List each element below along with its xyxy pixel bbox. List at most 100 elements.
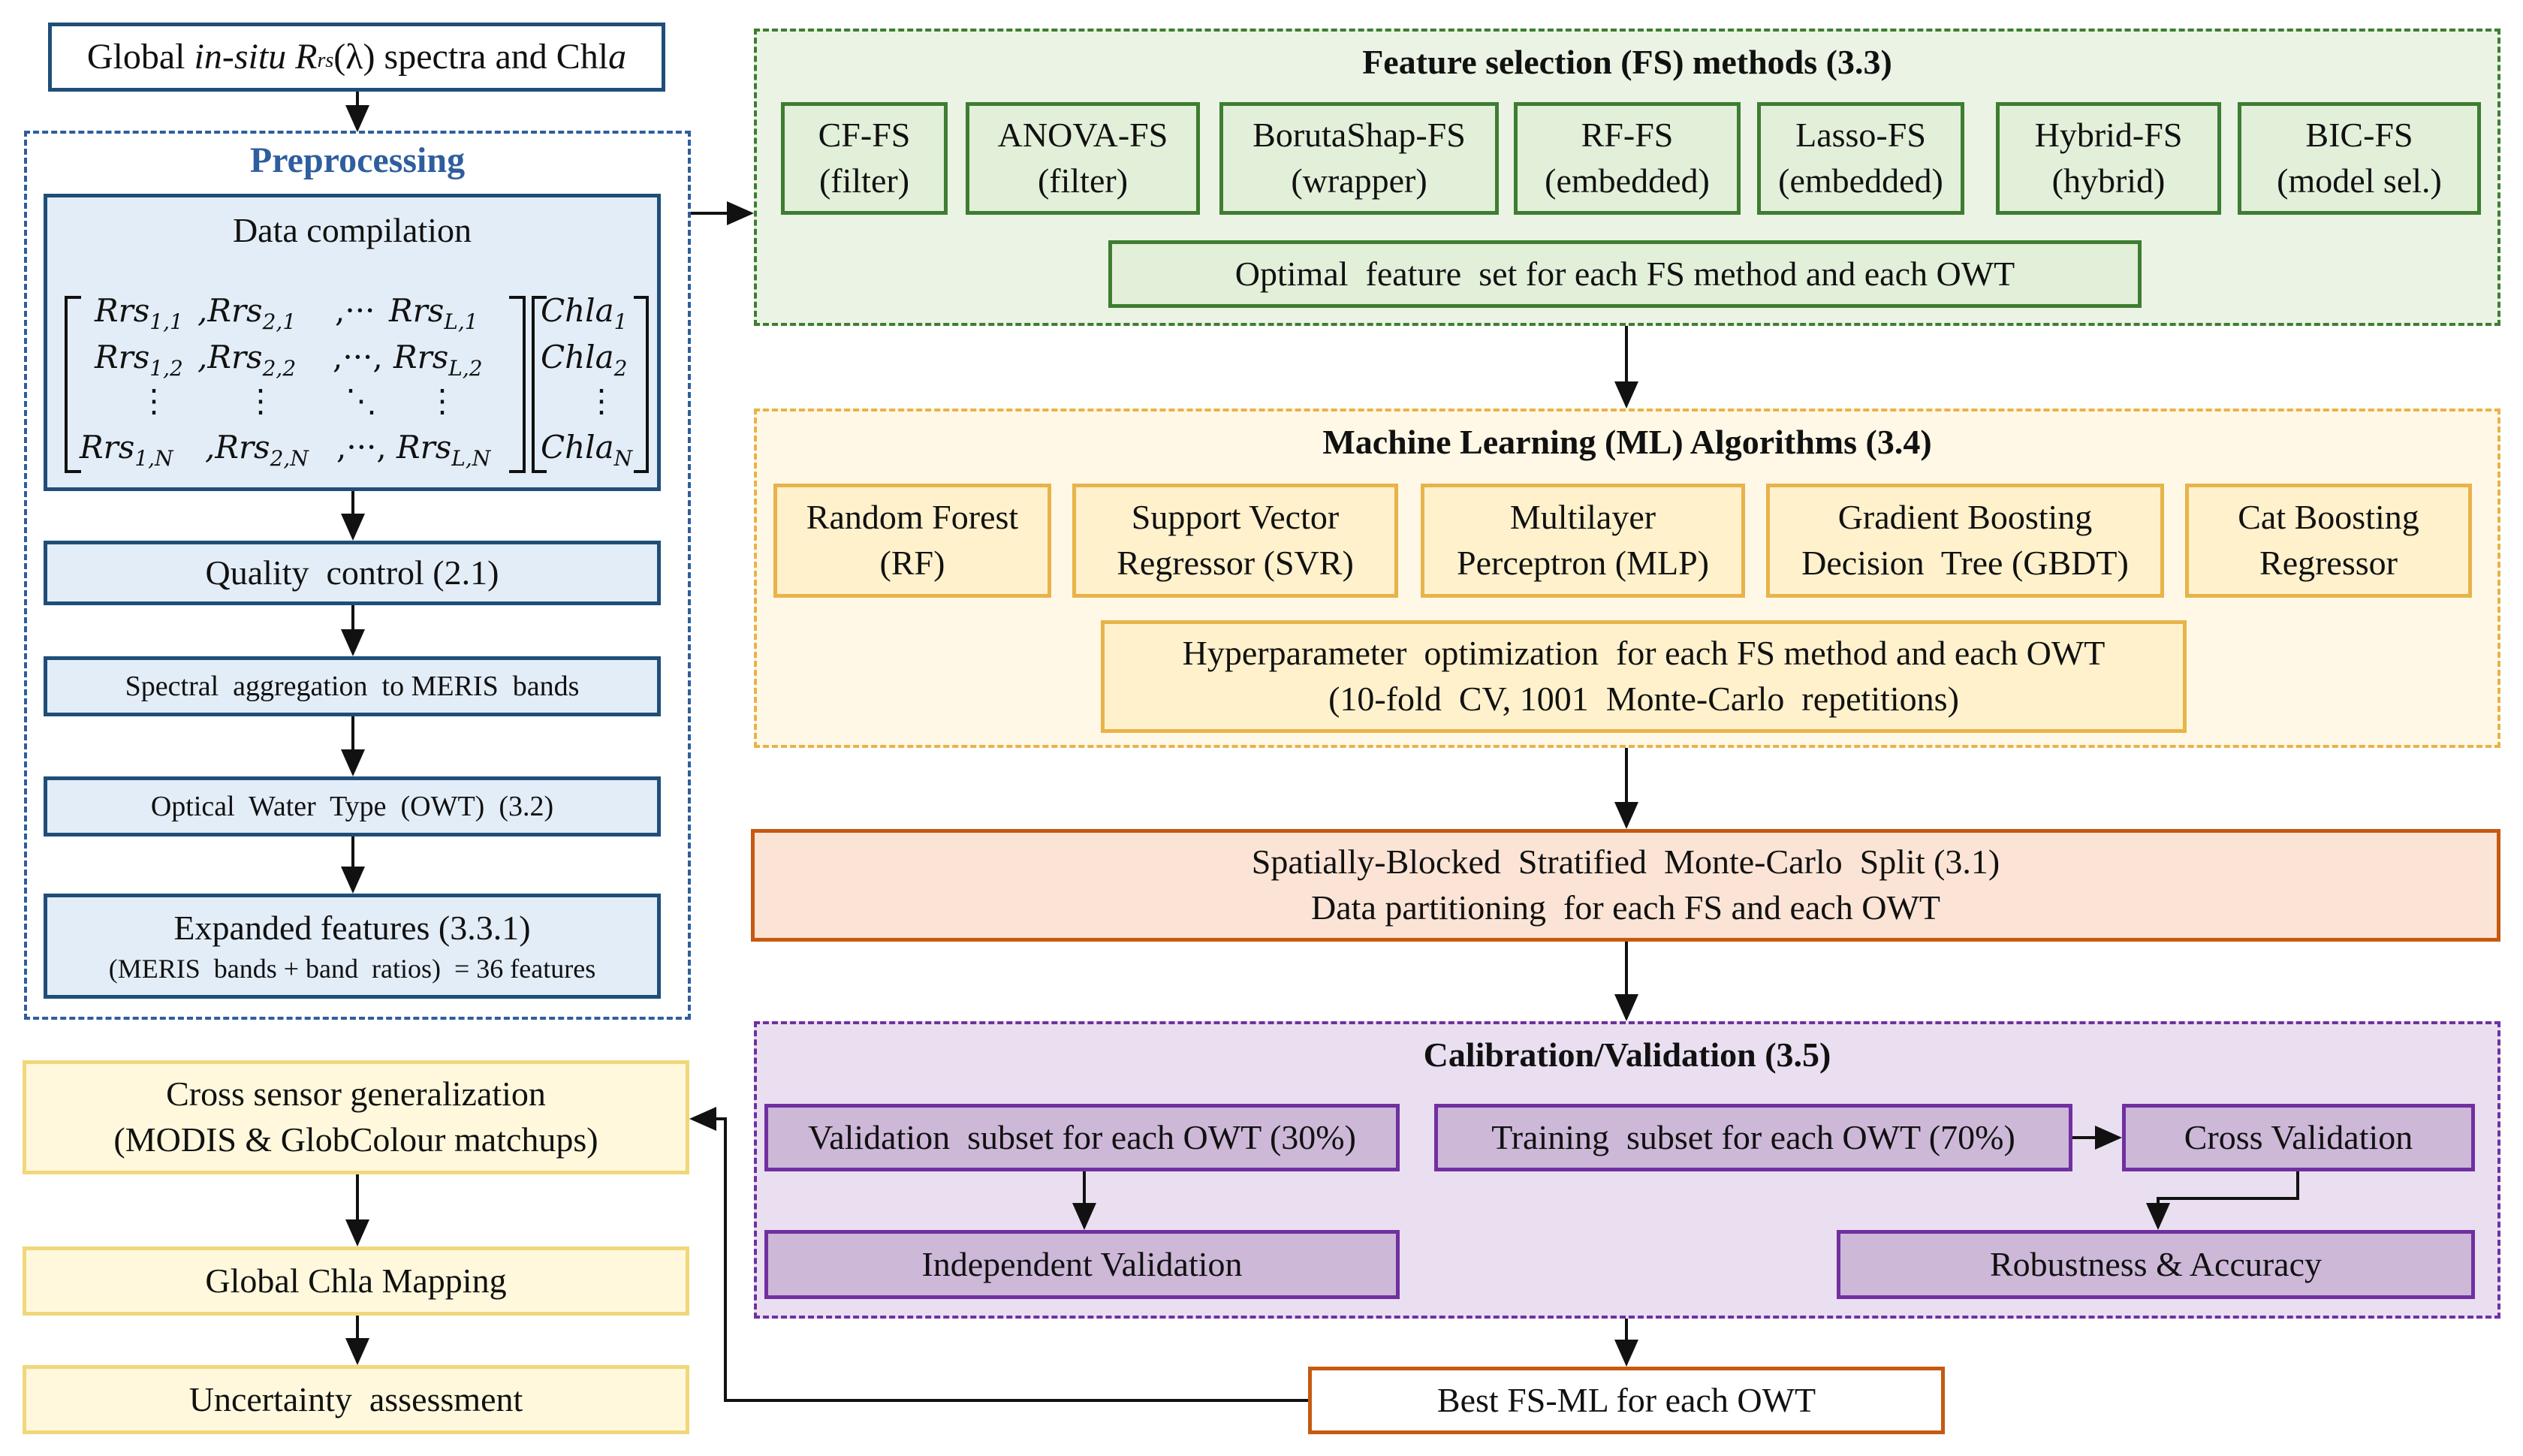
ml-algorithm-line2: Perceptron (MLP) — [1457, 544, 1709, 582]
arrow-best-to-cross-sensor — [689, 1107, 1308, 1402]
training-subset-box: Training subset for each OWT (70%) — [1434, 1104, 2072, 1171]
input-suffix: spectra and Chl — [375, 37, 609, 77]
ml-algorithm-line1: Random Forest — [806, 498, 1019, 537]
matrix-r1-dots: ,··· — [335, 292, 375, 329]
chla-2: Chla2 — [541, 339, 628, 381]
fs-method-box: BorutaShap-FS (wrapper) — [1219, 102, 1499, 215]
chla-bracket-left — [532, 296, 547, 473]
fs-optimal-box: Optimal feature set for each FS method a… — [1108, 240, 2142, 308]
input-rrs-symbol: R — [295, 37, 318, 77]
expanded-features-line2: (MERIS bands + band ratios) = 36 feature… — [108, 953, 596, 984]
fs-method-name: ANOVA-FS — [997, 116, 1168, 155]
fs-title: Feature selection (FS) methods (3.3) — [1362, 43, 1892, 81]
fs-method-type: (hybrid) — [2051, 161, 2166, 200]
hyperparameter-line1: Hyperparameter optimization for each FS … — [1182, 634, 2106, 673]
fs-method-type: (filter) — [1037, 161, 1129, 200]
ml-algorithm-line1: Support Vector — [1131, 498, 1340, 537]
fs-method-type: (embedded) — [1778, 161, 1943, 200]
matrix-r1-c: RrsL,1 — [388, 292, 478, 334]
matrix-r4-c: RrsL,N — [396, 429, 492, 471]
cross-sensor-line1: Cross sensor generalization — [166, 1075, 546, 1114]
fs-method-type: (embedded) — [1545, 161, 1710, 200]
data-compilation-label: Data compilation — [232, 211, 472, 249]
split-box: Spatially-Blocked Stratified Monte-Carlo… — [751, 829, 2500, 942]
ml-algorithm-line2: Regressor — [2259, 544, 2398, 582]
ml-title: Machine Learning (ML) Algorithms (3.4) — [1322, 423, 1932, 461]
hyperparameter-line2: (10-fold CV, 1001 Monte-Carlo repetition… — [1328, 680, 1959, 718]
input-rrs-arg: (λ) — [333, 37, 375, 77]
fs-method-box: ANOVA-FS (filter) — [966, 102, 1200, 215]
cross-sensor-line2: (MODIS & GlobColour matchups) — [113, 1120, 598, 1159]
expanded-features-line1: Expanded features (3.3.1) — [173, 908, 531, 947]
matrix-r4-dots: ,···, — [336, 429, 387, 466]
fs-method-box: RF-FS (embedded) — [1514, 102, 1741, 215]
fs-method-name: BIC-FS — [2305, 116, 2413, 155]
matrix-r3-d: ⋮ — [427, 382, 458, 419]
robustness-box: Robustness & Accuracy — [1837, 1230, 2475, 1299]
matrix-r2-a: Rrs1,2 — [94, 339, 183, 381]
matrix-r2-b: ,Rrs2,2 — [197, 339, 296, 381]
chla-n: ChlaN — [541, 429, 634, 471]
matrix-bracket-right — [509, 296, 526, 473]
best-fsml-box: Best FS-ML for each OWT — [1308, 1367, 1945, 1434]
input-suffix-a: a — [608, 37, 627, 77]
matrix-r2-c: RrsL,2 — [393, 339, 483, 381]
chla-1: Chla1 — [541, 292, 628, 334]
ml-algorithm-line2: Decision Tree (GBDT) — [1801, 544, 2129, 582]
fs-method-type: (wrapper) — [1291, 161, 1427, 200]
matrix-r1-a: Rrs1,1 — [94, 292, 183, 334]
fs-method-box: CF-FS(filter) — [781, 102, 948, 215]
independent-validation-box: Independent Validation — [764, 1230, 1400, 1299]
input-prefix: Global — [86, 37, 194, 77]
ml-algorithm-box: Random Forest (RF) — [773, 484, 1051, 598]
expanded-features-box: Expanded features (3.3.1) (MERIS bands +… — [44, 894, 661, 999]
matrix-r4-b: ,Rrs2,N — [205, 429, 309, 471]
ml-algorithm-line1: Gradient Boosting — [1837, 498, 2093, 537]
validation-subset-box: Validation subset for each OWT (30%) — [764, 1104, 1400, 1171]
ml-algorithm-line2: Regressor (SVR) — [1117, 544, 1354, 582]
fs-method-name: Hybrid-FS — [2034, 116, 2183, 155]
fs-method-name: BorutaShap-FS — [1252, 116, 1466, 155]
ml-algorithm-line1: Cat Boosting — [2238, 498, 2419, 537]
fs-method-box: BIC-FS (model sel.) — [2238, 102, 2481, 215]
input-insitu: in-situ — [194, 37, 287, 77]
spectral-aggregation-box: Spectral aggregation to MERIS bands — [44, 656, 661, 716]
data-compilation-box: Data compilation — [44, 194, 661, 491]
hyperparameter-box: Hyperparameter optimization for each FS … — [1101, 620, 2187, 733]
uncertainty-box: Uncertainty assessment — [23, 1365, 689, 1434]
matrix-r2-dots: ,···, — [333, 339, 383, 375]
data-matrix: Rrs1,1 ,Rrs2,1 ,··· RrsL,1 Rrs1,2 ,Rrs2,… — [65, 292, 649, 473]
cross-sensor-box: Cross sensor generalization (MODIS & Glo… — [23, 1060, 689, 1174]
owt-box: Optical Water Type (OWT) (3.2) — [44, 776, 661, 837]
matrix-r3-c: ⋱ — [345, 382, 377, 419]
split-line1: Spatially-Blocked Stratified Monte-Carlo… — [1251, 843, 2000, 882]
matrix-r4-a: Rrs1,N — [79, 429, 174, 471]
chla-bracket-right — [634, 296, 649, 473]
input-rrs-sub: rs — [317, 48, 334, 72]
chla-dots: ⋮ — [586, 382, 617, 419]
fs-method-type: (model sel.) — [2277, 161, 2442, 200]
cross-validation-box: Cross Validation — [2122, 1104, 2475, 1171]
ml-algorithm-line2: (RF) — [879, 544, 945, 582]
split-line2: Data partitioning for each FS and each O… — [1311, 888, 1940, 927]
matrix-r1-b: ,Rrs2,1 — [197, 292, 296, 334]
fs-method-type: (filter) — [818, 161, 910, 200]
arrow-cv-to-robustness — [2146, 1171, 2299, 1230]
calibration-title: Calibration/Validation (3.5) — [1423, 1035, 1831, 1074]
matrix-r3-b: ⋮ — [245, 382, 276, 419]
matrix-r3-a: ⋮ — [138, 382, 170, 419]
preprocessing-title: Preprocessing — [249, 140, 466, 180]
quality-control-box: Quality control (2.1) — [44, 541, 661, 605]
global-mapping-box: Global Chla Mapping — [23, 1246, 689, 1316]
fs-method-name: Lasso-FS — [1795, 116, 1926, 155]
fs-method-name: RF-FS — [1581, 116, 1674, 155]
ml-algorithm-line1: Multilayer — [1509, 498, 1656, 537]
matrix-bracket-left — [65, 296, 81, 473]
fs-method-box: Hybrid-FS (hybrid) — [1996, 102, 2221, 215]
